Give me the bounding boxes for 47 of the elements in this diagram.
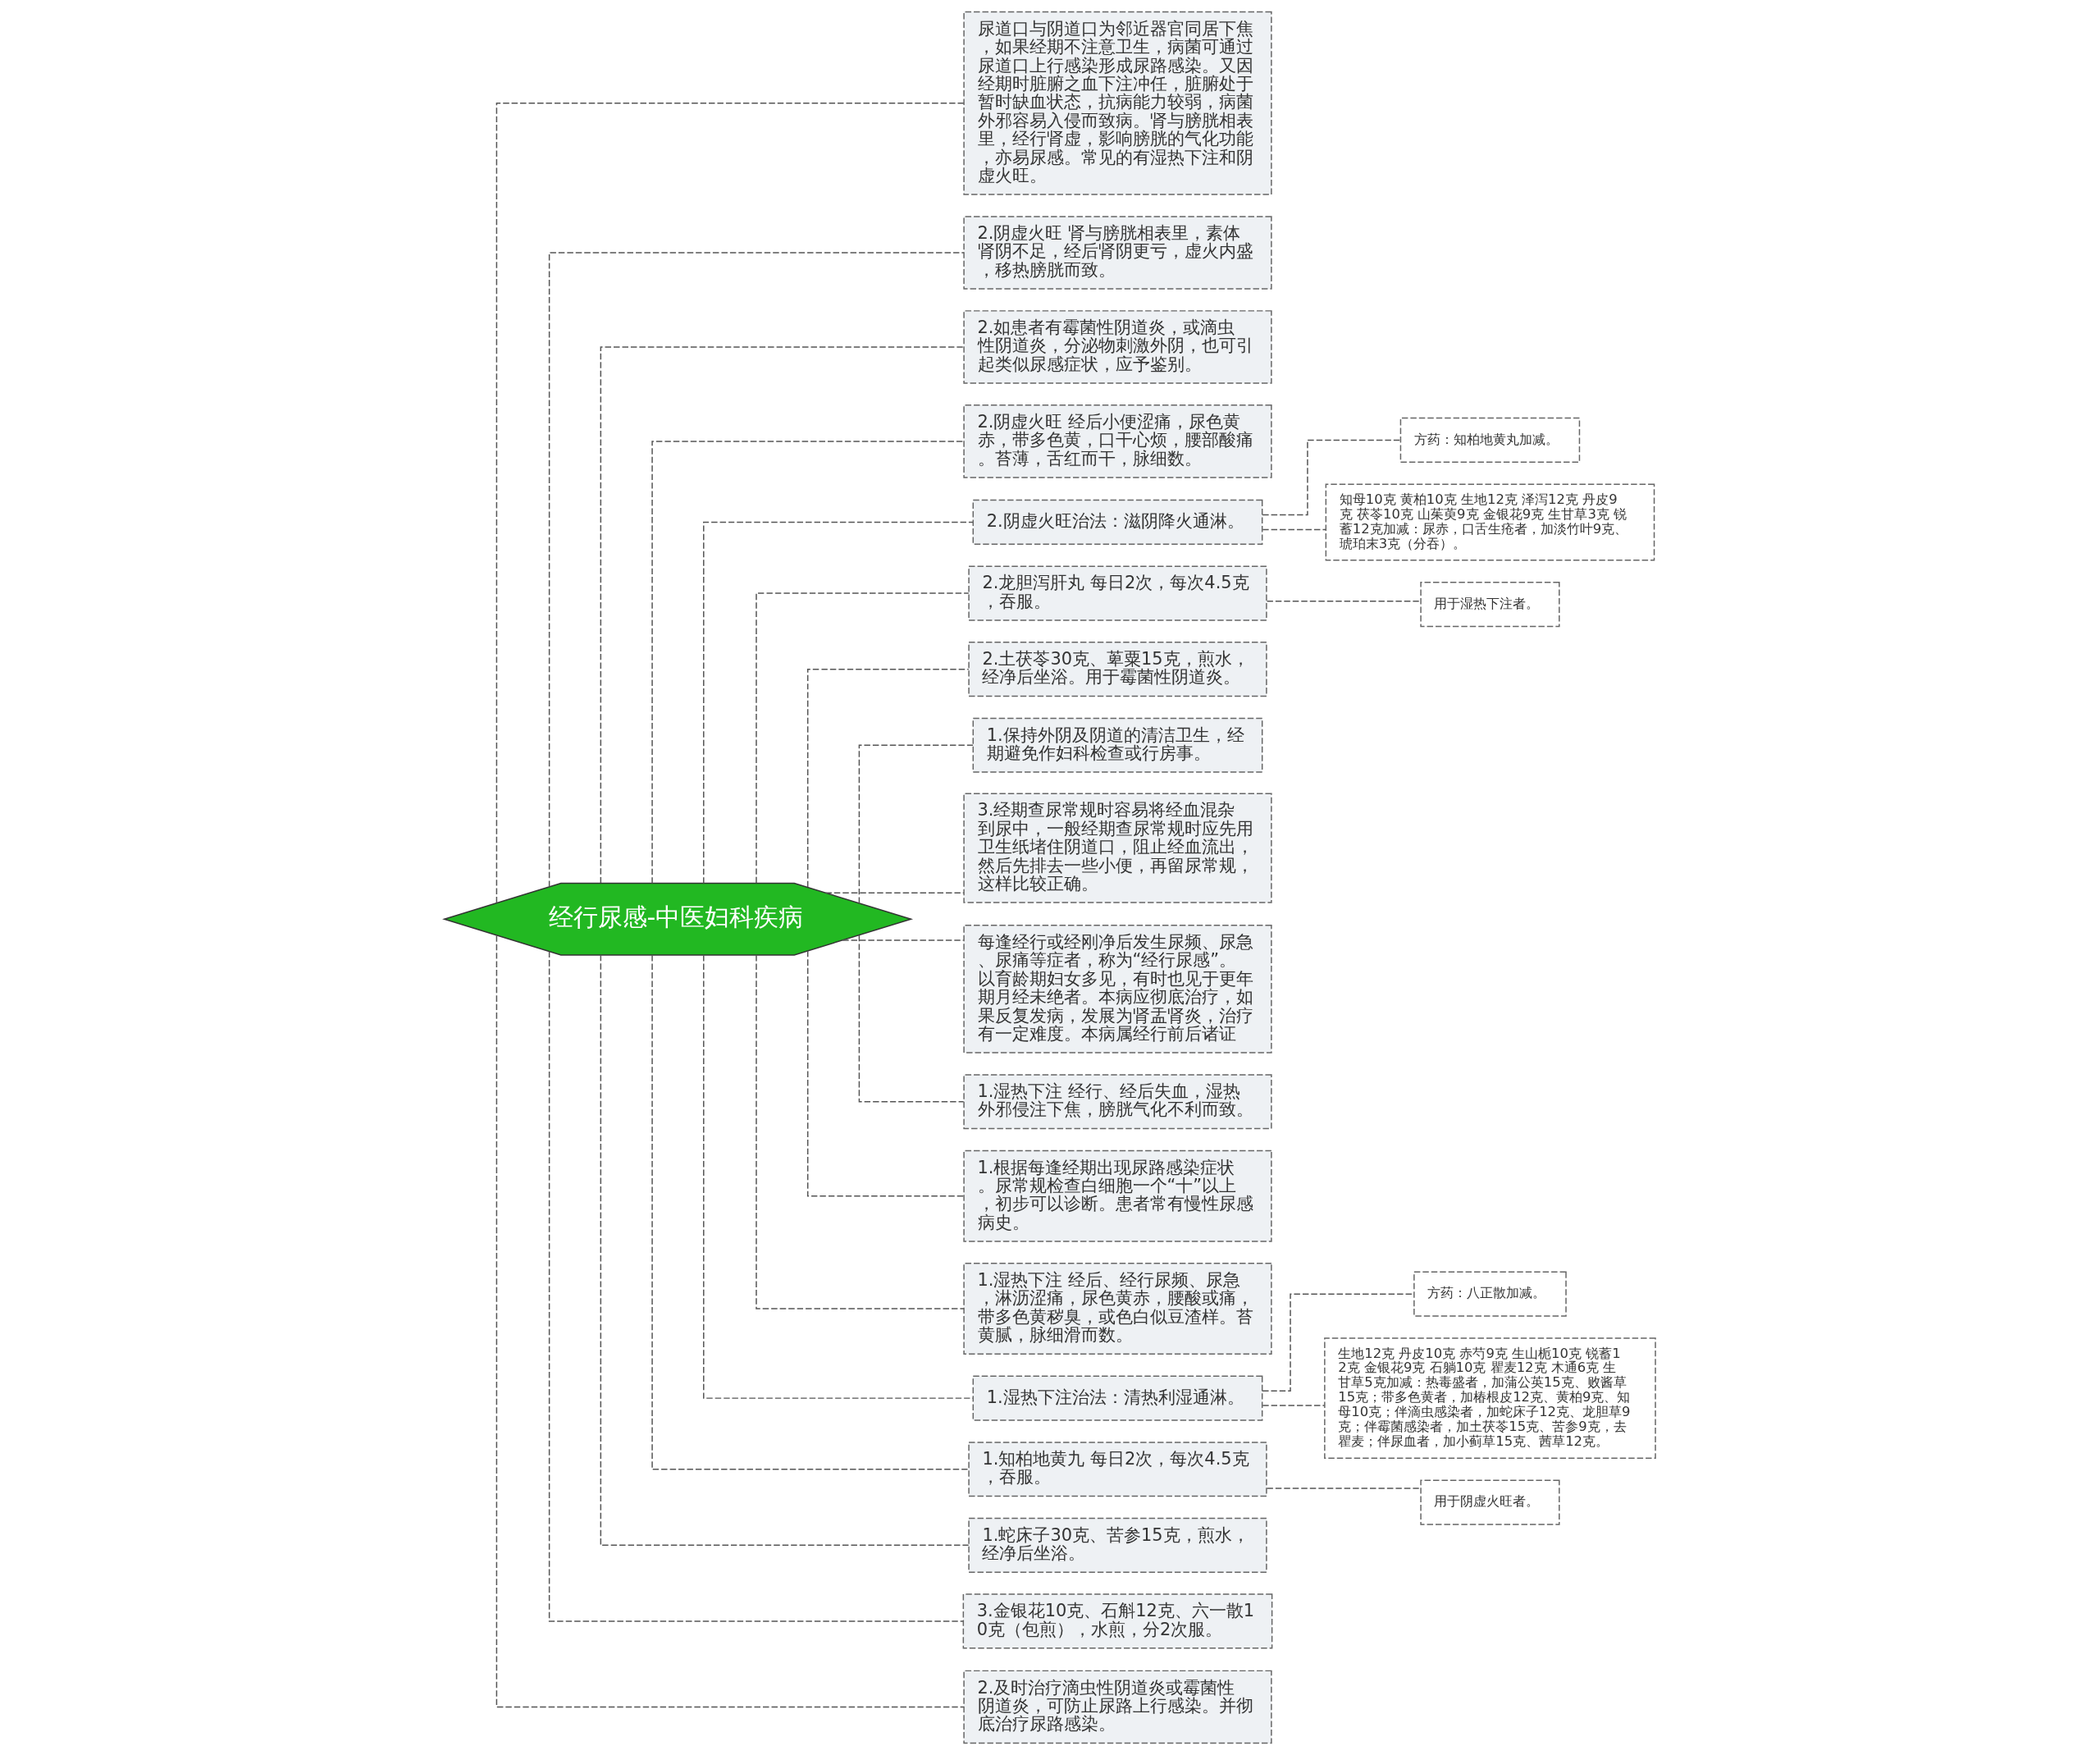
connector bbox=[495, 103, 965, 904]
connector bbox=[1262, 1405, 1326, 1406]
connector bbox=[824, 892, 965, 893]
node-box: 方药：知柏地黄丸加减。 bbox=[1399, 417, 1581, 464]
connector bbox=[756, 592, 970, 884]
node-box: 1.湿热下注治法：清热利湿通淋。 bbox=[972, 1375, 1263, 1421]
node-box: 2.阴虚火旺 经后小便涩痛，尿色黄赤，带多色黄，口干心烦，腰部酸痛。苔薄，舌红而干，脉细数。 bbox=[963, 404, 1272, 478]
node-box: 1.根据每逢经期出现尿路感染症状。尿常规检查白细胞一个“十”以上，初步可以诊断。患者常有慢性尿感病史。 bbox=[963, 1149, 1272, 1242]
connector bbox=[703, 954, 974, 1399]
connector bbox=[756, 954, 965, 1309]
node-box: 1.湿热下注 经后、经行尿频、尿急，淋沥涩痛，尿色黄赤，腰酸或痛，带多色黄秽臭，或色白似豆渣样。苔黄腻，脉细滑而数。 bbox=[963, 1263, 1272, 1355]
connector bbox=[600, 954, 970, 1547]
node-box: 1.保持外阴及阴道的清洁卫生，经期避免作妇科检查或行房事。 bbox=[972, 717, 1263, 773]
node-box: 2.龙胆泻肝丸 每日2次，每次4.5克，吞服。 bbox=[968, 565, 1267, 621]
connector bbox=[1266, 1488, 1422, 1489]
node-box: 1.湿热下注 经行、经后失血，湿热外邪侵注下焦，膀胱气化不利而致。 bbox=[963, 1074, 1272, 1130]
node-box: 用于湿热下注者。 bbox=[1420, 581, 1560, 628]
node-box: 2.如患者有霉菌性阴道炎，或滴虫性阴道炎，分泌物刺激外阴，也可引起类似尿感症状，应予鉴别。 bbox=[963, 310, 1272, 384]
connector bbox=[651, 441, 965, 884]
connector bbox=[806, 950, 965, 1197]
connector bbox=[548, 252, 965, 888]
node-box: 2.阴虚火旺治法：滋阴降火通淋。 bbox=[972, 499, 1263, 546]
connector bbox=[703, 521, 974, 884]
node-box: 用于阴虚火旺者。 bbox=[1420, 1479, 1560, 1525]
connector bbox=[842, 939, 965, 941]
node-box: 2.阴虚火旺 肾与膀胱相表里，素体肾阴不足，经后肾阴更亏，虚火内盛，移热膀胱而致。 bbox=[963, 216, 1272, 290]
node-box: 1.知柏地黄九 每日2次，每次4.5克，吞服。 bbox=[968, 1442, 1267, 1497]
connector bbox=[858, 935, 965, 1103]
node-box: 生地12克 丹皮10克 赤芍9克 生山栀10克 锐蓄12克 金银花9克 石躺10克 瞿麦12克 木通6克 生甘草5克加减：热毒盛者，加蒲公英15克、败酱草15克；带多色黄者，加椿根皮12克、黄柏9克、知母10克；伴滴虫感染者，加蛇床子12克、龙胆草9克；伴霉菌感染者，加土茯苓15克、苦参9克，去瞿麦；伴尿血者，加小蓟草15克、茜草12克。 bbox=[1324, 1337, 1656, 1460]
node-box: 每逢经行或经刚净后发生尿频、尿急、尿痛等症者，称为“经行尿感”。以育龄期妇女多见，有时也见于更年期月经未绝者。本病应彻底治疗，如果反复发病，发展为肾盂肾炎，治疗有一定难度。本病属经行前后诸证 bbox=[963, 925, 1272, 1053]
connector bbox=[495, 935, 965, 1708]
node-box: 知母10克 黄柏10克 生地12克 泽泻12克 丹皮9克 茯苓10克 山茱萸9克 金银花9克 生甘草3克 锐蓄12克加减：尿赤，口舌生疮者，加淡竹叶9克、琥珀末3克（分吞）。 bbox=[1325, 483, 1655, 561]
connector bbox=[1266, 601, 1422, 602]
node-box: 3.经期查尿常规时容易将经血混杂到尿中，一般经期查尿常规时应先用卫生纸堵住阴道口，阻止经血流出，然后先排去一些小便，再留尿常规，这样比较正确。 bbox=[963, 793, 1272, 903]
node-box: 2.及时治疗滴虫性阴道炎或霉菌性阴道炎，可防止尿路上行感染。并彻底治疗尿路感染。 bbox=[963, 1670, 1272, 1744]
connector bbox=[651, 954, 970, 1470]
connector bbox=[858, 744, 974, 904]
connector bbox=[1262, 439, 1401, 516]
connector bbox=[806, 668, 970, 888]
connector bbox=[548, 951, 964, 1622]
connector bbox=[1262, 528, 1326, 531]
node-box: 尿道口与阴道口为邻近器官同居下焦，如果经期不注意卫生，病菌可通过尿道口上行感染形成尿路感染。又因经期时脏腑之血下注冲任，脏腑处于暂时缺血状态，抗病能力较弱，病菌外邪容易入侵而致病。肾与膀胱相表里，经行肾虚，影响膀胱的气化功能，亦易尿感。常见的有湿热下注和阴虚火旺。 bbox=[963, 11, 1272, 195]
connector bbox=[600, 346, 965, 884]
node-box: 2.土茯苓30克、萆粟15克，煎水，经净后坐浴。用于霉菌性阴道炎。 bbox=[968, 642, 1267, 697]
node-box: 1.蛇床子30克、苦参15克，煎水，经净后坐浴。 bbox=[968, 1517, 1267, 1573]
node-box: 方药：八正散加减。 bbox=[1413, 1271, 1567, 1317]
node-box: 3.金银花10克、石斛12克、六一散10克（包煎），水煎，分2次服。 bbox=[962, 1593, 1273, 1649]
